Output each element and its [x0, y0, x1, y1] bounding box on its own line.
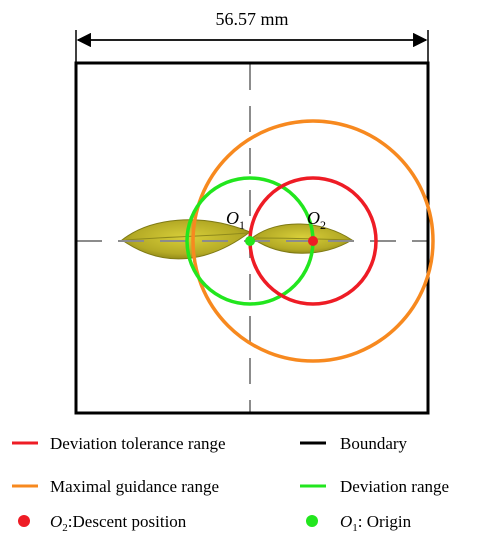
- legend-swatch-descent-position: [18, 515, 30, 527]
- boundary-square: [74, 61, 430, 415]
- leaf-right-vein: [255, 237, 351, 241]
- origin-point: [245, 236, 255, 246]
- legend-item-maximal-guidance: Maximal guidance range: [12, 477, 219, 496]
- legend-label-boundary: Boundary: [340, 434, 408, 453]
- legend-item-origin: O1: Origin: [306, 512, 412, 534]
- legend-item-descent-position: O2:Descent position: [18, 512, 187, 534]
- legend-label-deviation-tolerance: Deviation tolerance range: [50, 434, 226, 453]
- dimension-annotation: 56.57 mm: [75, 9, 429, 62]
- maximal-guidance-circle: [191, 119, 435, 363]
- o1-label: O1: [226, 208, 245, 232]
- legend-label-maximal-guidance: Maximal guidance range: [50, 477, 219, 496]
- legend-item-deviation-range: Deviation range: [300, 477, 449, 496]
- legend: Deviation tolerance range Boundary Maxim…: [12, 434, 449, 534]
- descent-position-point: [308, 236, 318, 246]
- o2-label: O2: [307, 208, 326, 232]
- legend-item-boundary: Boundary: [300, 434, 408, 453]
- legend-swatch-origin: [306, 515, 318, 527]
- legend-label-origin: O1: Origin: [340, 512, 412, 534]
- legend-label-deviation-range: Deviation range: [340, 477, 449, 496]
- legend-label-descent-position: O2:Descent position: [50, 512, 187, 534]
- legend-item-deviation-tolerance: Deviation tolerance range: [12, 434, 226, 453]
- dimension-label: 56.57 mm: [215, 9, 288, 29]
